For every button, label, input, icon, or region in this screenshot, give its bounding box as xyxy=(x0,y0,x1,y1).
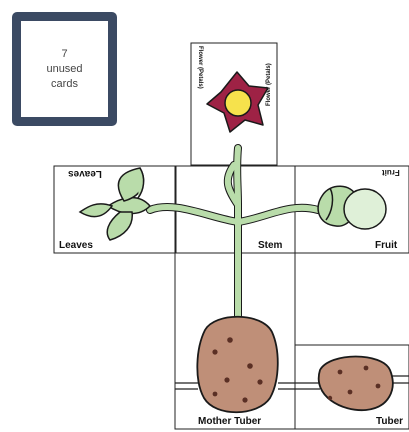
flower-label-right-text: Flower xyxy=(266,87,272,106)
stem-label: Stem xyxy=(258,240,282,251)
flower-label-left-text: Flower xyxy=(197,46,203,65)
leaves-label-top: Leaves xyxy=(68,168,102,179)
fruit-icon xyxy=(318,186,386,229)
mother-tuber-icon xyxy=(197,317,277,413)
fruit-label-bottom: Fruit xyxy=(375,240,397,251)
tuber-label: Tuber xyxy=(376,416,403,427)
mother-tuber-label: Mother Tuber xyxy=(198,416,261,427)
flower-label-right-sub: (Petals) xyxy=(266,63,272,85)
flower-label-left-sub: (Petals) xyxy=(197,67,203,89)
fruit-label-top: Fruit xyxy=(382,168,400,177)
flower-label-left: Flower (Petals) xyxy=(197,46,203,89)
flower-label-right: Flower (Petals) xyxy=(266,63,272,106)
leaves-label-bottom: Leaves xyxy=(59,240,93,251)
tuber-icon xyxy=(319,357,393,411)
flower-icon xyxy=(207,72,268,132)
